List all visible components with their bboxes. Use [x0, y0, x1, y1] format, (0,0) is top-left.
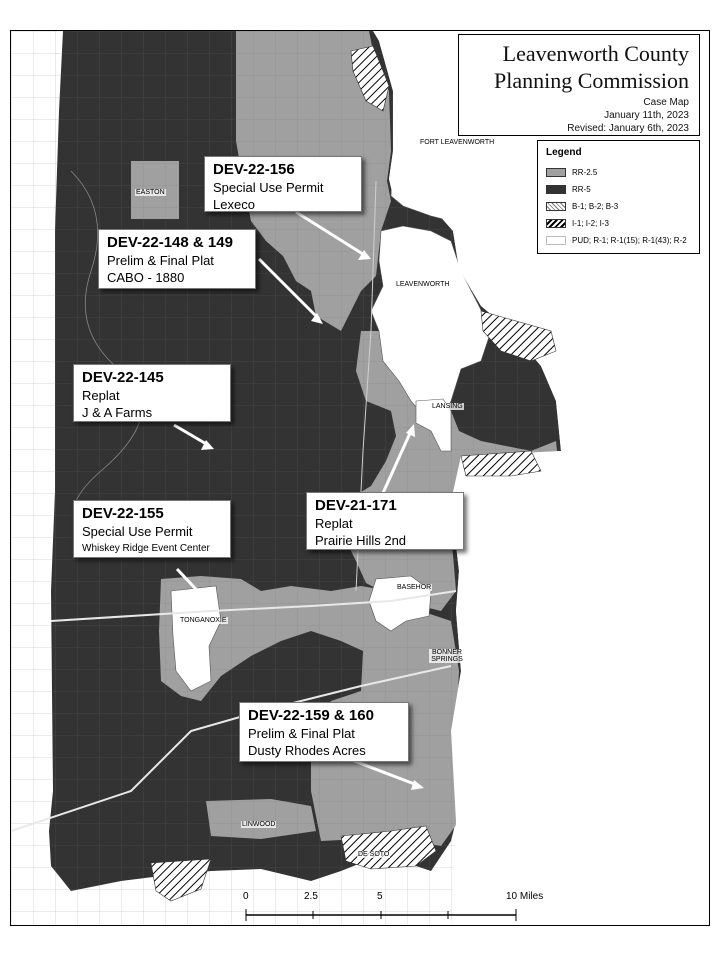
place-label-lansing: LANSING	[431, 403, 464, 410]
legend-swatch-business	[546, 201, 566, 211]
place-label-basehor: BASEHOR	[396, 584, 433, 591]
callout-case-id: DEV-22-159 & 160	[248, 707, 374, 724]
legend-title: Legend	[546, 147, 582, 158]
missouri-river-area	[373, 31, 709, 925]
callout-dev-22-145: DEV-22-145 Replat J & A Farms	[73, 364, 231, 422]
callout-case-type: Special Use Permit	[82, 524, 193, 539]
place-label-fort-leavenworth: FORT LEAVENWORTH	[419, 139, 496, 146]
callout-case-name: J & A Farms	[82, 405, 153, 420]
legend: Legend RR-2.5 RR-5 B-1; B-2; B-3 I-1; I-…	[537, 140, 700, 254]
industrial-south-area	[340, 825, 437, 870]
place-label-linwood: LINWOOD	[241, 821, 277, 828]
lansing-urban-area	[415, 398, 452, 452]
legend-swatch-residential	[546, 235, 566, 245]
callout-arrows	[173, 210, 424, 790]
revised-date: Revised: January 6th, 2023	[567, 123, 689, 134]
callout-case-id: DEV-22-156	[213, 161, 295, 178]
callout-case-type: Replat	[82, 388, 120, 403]
legend-swatch-industrial	[546, 218, 566, 228]
highway-24-40	[50, 590, 457, 622]
callout-case-id: DEV-22-148 & 149	[107, 234, 233, 251]
legend-label-rr5: RR-5	[572, 184, 591, 194]
place-label-tonganoxie: TONGANOXIE	[179, 617, 228, 624]
place-label-easton: EASTON	[135, 189, 166, 196]
legend-item-rr5: RR-5	[546, 183, 591, 195]
legend-item-residential: PUD; R-1; R-1(15); R-1(43); R-2	[546, 234, 687, 246]
legend-label-business: B-1; B-2; B-3	[572, 201, 619, 211]
callout-case-name: Lexeco	[213, 197, 255, 212]
industrial-north-area	[350, 45, 390, 112]
legend-item-industrial: I-1; I-2; I-3	[546, 217, 609, 229]
legend-label-residential: PUD; R-1; R-1(15); R-1(43); R-2	[572, 235, 687, 245]
callout-case-id: DEV-22-155	[82, 505, 164, 522]
scale-label-0: 0	[243, 891, 249, 902]
legend-label-industrial: I-1; I-2; I-3	[572, 218, 609, 228]
zoning-map	[11, 31, 709, 925]
callout-case-type: Prelim & Final Plat	[107, 253, 214, 268]
highway-k7	[11, 665, 452, 832]
place-label-leavenworth: LEAVENWORTH	[395, 281, 451, 288]
callout-case-name: Whiskey Ridge Event Center	[82, 543, 210, 554]
callout-dev-22-156: DEV-22-156 Special Use Permit Lexeco	[204, 156, 362, 212]
callout-dev-22-148-149: DEV-22-148 & 149 Prelim & Final Plat CAB…	[98, 229, 256, 289]
title-county: Leavenworth County	[502, 41, 689, 66]
place-label-bonner-springs: BONNER SPRINGS	[429, 649, 465, 663]
place-label-de-soto: DE SOTO	[357, 851, 391, 858]
scale-bar	[245, 909, 517, 921]
scale-label-5: 5	[377, 891, 383, 902]
title-block: Leavenworth County Planning Commission C…	[458, 34, 700, 136]
callout-dev-21-171: DEV-21-171 Replat Prairie Hills 2nd	[306, 492, 464, 550]
callout-case-type: Replat	[315, 516, 353, 531]
callout-dev-22-155: DEV-22-155 Special Use Permit Whiskey Ri…	[73, 500, 231, 558]
callout-case-type: Special Use Permit	[213, 180, 324, 195]
scale-label-2-5: 2.5	[304, 891, 318, 902]
legend-label-rr25: RR-2.5	[572, 167, 598, 177]
industrial-river-area	[480, 310, 557, 362]
scale-label-10-miles: 10 Miles	[506, 891, 544, 902]
industrial-east-area	[460, 450, 542, 477]
callout-case-name: Dusty Rhodes Acres	[248, 743, 366, 758]
callout-case-name: CABO - 1880	[107, 270, 185, 285]
title-commission: Planning Commission	[494, 68, 689, 93]
subtitle-case-map: Case Map	[643, 97, 689, 108]
callout-case-type: Prelim & Final Plat	[248, 726, 355, 741]
legend-item-rr25: RR-2.5	[546, 166, 597, 178]
legend-swatch-rr5	[546, 184, 566, 194]
industrial-southwest-area	[150, 858, 212, 902]
callout-case-id: DEV-22-145	[82, 369, 164, 386]
callout-dev-22-159-160: DEV-22-159 & 160 Prelim & Final Plat Dus…	[239, 702, 409, 762]
map-date: January 11th, 2023	[604, 110, 689, 121]
callout-case-id: DEV-21-171	[315, 497, 397, 514]
legend-item-business: B-1; B-2; B-3	[546, 200, 618, 212]
callout-case-name: Prairie Hills 2nd	[315, 533, 407, 548]
legend-swatch-rr25	[546, 167, 566, 177]
